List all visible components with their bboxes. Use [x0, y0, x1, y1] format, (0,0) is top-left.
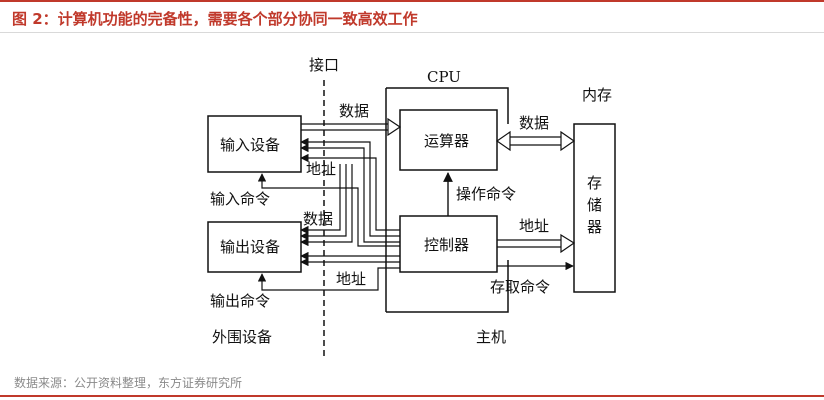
address-line-input-c — [300, 153, 400, 231]
data-alu-memory-arrow-left — [495, 130, 511, 152]
storage-label-1: 存 — [587, 174, 602, 192]
output-command-line — [257, 267, 400, 291]
output-device-box — [207, 221, 302, 273]
input-command-label: 输入命令 — [210, 190, 270, 208]
data-line-output-a — [300, 164, 341, 235]
host-label: 主机 — [476, 328, 506, 346]
input-device-label: 输入设备 — [220, 136, 280, 154]
alu-label: 运算器 — [424, 132, 469, 150]
data-input-to-alu-arrow — [387, 117, 402, 137]
data-line-output-c — [300, 164, 353, 247]
storage-label-2: 储 — [587, 196, 602, 214]
address-to-memory-arrow — [560, 233, 576, 254]
interface-label: 接口 — [309, 56, 339, 74]
address-line-input-a — [300, 137, 400, 237]
data-alu-memory-arrow-right — [560, 130, 576, 152]
storage-label-3: 器 — [587, 218, 602, 236]
host-outline — [386, 87, 509, 124]
controller-label: 控制器 — [424, 236, 469, 254]
source-note: 数据来源：公开资料整理，东方证券研究所 — [14, 376, 243, 390]
alu-box — [399, 109, 498, 171]
figure-title: 图 2：计算机功能的完备性，需要各个部分协同一致高效工作 — [12, 10, 418, 28]
address-line-input-b — [300, 143, 400, 243]
address-memory-label: 地址 — [519, 217, 549, 235]
data-top-label: 数据 — [339, 102, 369, 120]
address-label-1: 地址 — [306, 160, 336, 178]
output-device-label: 输出设备 — [220, 238, 280, 256]
title-divider — [0, 32, 824, 33]
input-command-line — [257, 173, 400, 247]
memory-label: 内存 — [582, 86, 612, 104]
data-line-output-b — [300, 164, 347, 241]
peripherals-label: 外围设备 — [212, 328, 272, 346]
host-outline-bottom — [386, 260, 509, 313]
address-label-2: 地址 — [336, 270, 366, 288]
bottom-accent-line — [0, 395, 824, 397]
output-command-label: 输出命令 — [210, 292, 270, 310]
data-alu-memory-label: 数据 — [519, 114, 549, 132]
top-accent-line — [0, 0, 824, 2]
cpu-label: CPU — [427, 68, 461, 86]
storage-box — [573, 123, 616, 293]
access-command-label: 存取命令 — [490, 278, 550, 296]
data-mid-label: 数据 — [303, 210, 333, 228]
operation-command-label: 操作命令 — [456, 185, 516, 203]
